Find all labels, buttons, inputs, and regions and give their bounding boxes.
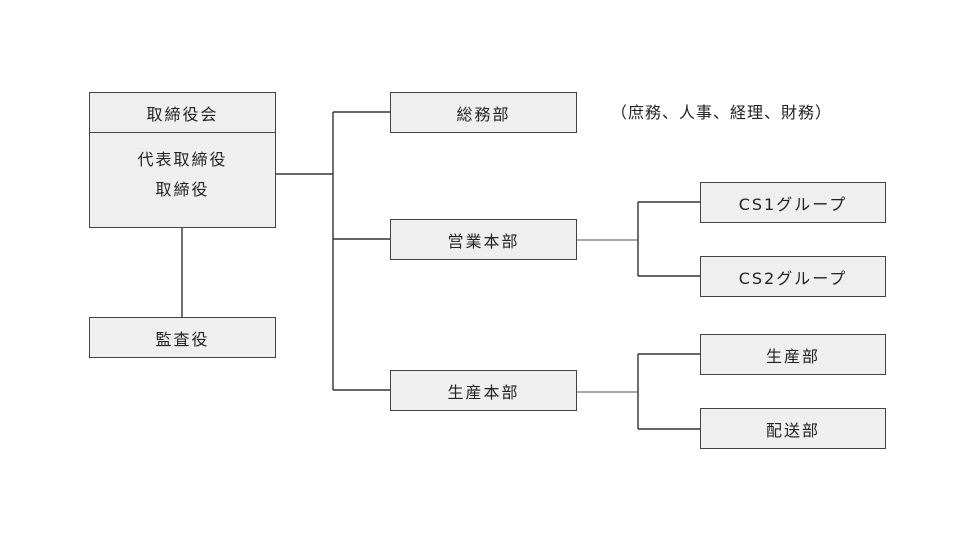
auditor-box: 監査役 <box>89 317 276 358</box>
director-label: 取締役 <box>155 180 210 199</box>
board-members: 代表取締役 取締役 <box>90 133 275 205</box>
sales-hq-box: 営業本部 <box>390 219 577 260</box>
representative-director-label: 代表取締役 <box>137 150 228 169</box>
general-affairs-box: 総務部 <box>390 92 577 133</box>
general-affairs-note: （庶務、人事、経理、財務） <box>611 103 833 122</box>
board-title: 取締役会 <box>90 93 275 133</box>
cs2-group-box: CS2グループ <box>700 256 886 297</box>
board-of-directors-box: 取締役会 代表取締役 取締役 <box>89 92 276 228</box>
production-hq-box: 生産本部 <box>390 370 577 411</box>
production-dept-box: 生産部 <box>700 334 886 375</box>
delivery-dept-box: 配送部 <box>700 408 886 449</box>
cs1-group-box: CS1グループ <box>700 182 886 223</box>
